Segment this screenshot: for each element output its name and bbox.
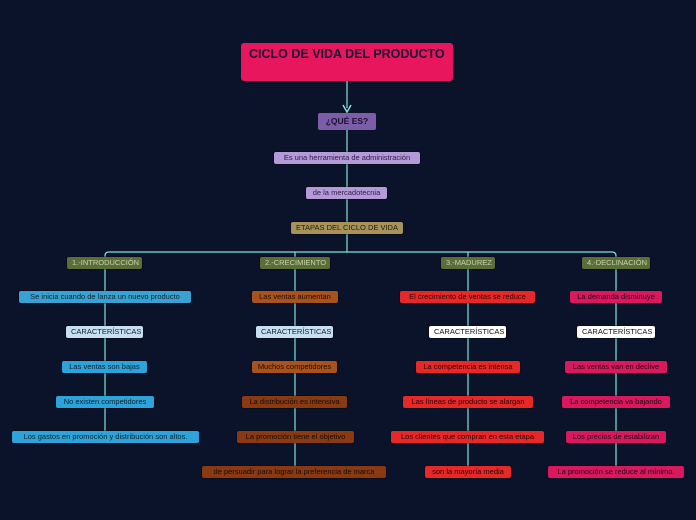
definition-node-1[interactable]: Es una herramienta de administración xyxy=(274,152,420,164)
stage-1-characteristics[interactable]: CARACTERÍSTICAS xyxy=(66,326,143,338)
arrow-head-icon xyxy=(342,104,352,114)
question-node[interactable]: ¿QUÉ ES? xyxy=(318,113,376,130)
stage-4-feature-1[interactable]: Las ventas van en declive xyxy=(565,361,667,373)
stage-3-characteristics[interactable]: CARACTERÍSTICAS xyxy=(429,326,506,338)
stage-4-characteristics[interactable]: CARACTERÍSTICAS xyxy=(577,326,655,338)
stage-1-feature-2[interactable]: No existen competidores xyxy=(56,396,154,408)
stage-2-description[interactable]: Las ventas aumentan xyxy=(252,291,338,303)
stage-2-feature-2[interactable]: La distribución es intensiva xyxy=(242,396,347,408)
definition-node-2[interactable]: de la mercadotecnia xyxy=(306,187,387,199)
stage-4-feature-4[interactable]: La promoción se reduce al mínimo. xyxy=(548,466,684,478)
stage-2-characteristics[interactable]: CARACTERÍSTICAS xyxy=(256,326,333,338)
stage-3-feature-4[interactable]: son la mayoría media xyxy=(425,466,511,478)
central-topic-title[interactable]: CICLO DE VIDA DEL PRODUCTO xyxy=(241,43,453,81)
stage-3-feature-2[interactable]: Las líneas de producto se alargan xyxy=(403,396,533,408)
stages-label-node[interactable]: ETAPAS DEL CICLO DE VIDA xyxy=(291,222,403,234)
stage-2-node[interactable]: 2.-CRECIMIENTO xyxy=(260,257,330,269)
stage-4-node[interactable]: 4.-DECLINACIÓN xyxy=(582,257,650,269)
stage-4-description[interactable]: La demanda disminuye xyxy=(570,291,662,303)
stage-1-node[interactable]: 1.-INTRODUCCIÓN xyxy=(67,257,142,269)
stage-4-feature-2[interactable]: La competencia va bajando xyxy=(562,396,670,408)
stage-3-description[interactable]: El crecimiento de ventas se reduce xyxy=(400,291,535,303)
stage-3-feature-3[interactable]: Los clientes que compran en esta etapa xyxy=(391,431,544,443)
stage-2-feature-4[interactable]: de persuadir para lograr la preferencia … xyxy=(202,466,386,478)
stage-1-feature-1[interactable]: Las ventas son bajas xyxy=(62,361,147,373)
stage-3-feature-1[interactable]: La competencia es intensa xyxy=(416,361,520,373)
stage-1-feature-3[interactable]: Los gastos en promoción y distribución s… xyxy=(12,431,199,443)
stage-2-feature-3[interactable]: La promoción tiene el objetivo xyxy=(237,431,354,443)
stage-4-feature-3[interactable]: Los precios de estabilizan xyxy=(566,431,666,443)
stage-3-node[interactable]: 3.-MADUREZ xyxy=(441,257,495,269)
stage-2-feature-1[interactable]: Muchos competidores xyxy=(252,361,337,373)
stage-1-description[interactable]: Se inicia cuando de lanza un nuevo produ… xyxy=(19,291,191,303)
connector-stage-bus xyxy=(104,251,617,257)
